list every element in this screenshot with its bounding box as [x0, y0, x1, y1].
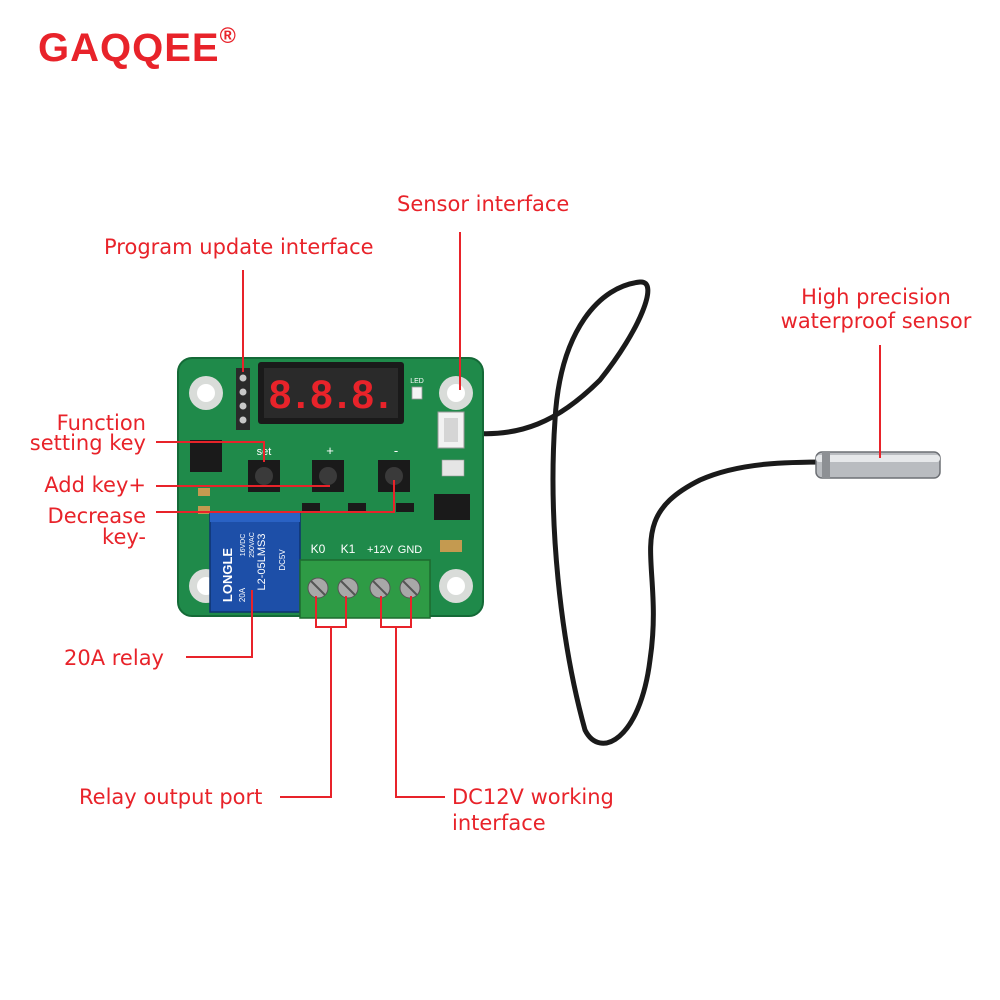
terminal-12v-label: +12V — [367, 544, 394, 556]
label-decrease-key-1: Decrease — [47, 504, 146, 528]
pcb-board: 8.8.8. set + - LED K0 K1 +12V GND LONGLE… — [177, 357, 484, 619]
label-relay: 20A relay — [64, 646, 164, 670]
key-plus-silkscreen: + — [326, 443, 334, 458]
waterproof-sensor-probe — [815, 451, 941, 479]
mounting-hole — [189, 376, 223, 410]
leader-dc12v — [395, 627, 445, 798]
annotation-leaders — [156, 232, 881, 798]
leader-function-key — [156, 441, 265, 462]
label-dc12v-1: DC12V working — [452, 785, 614, 809]
function-setting-key-button — [248, 460, 280, 492]
leader-relay-output — [280, 627, 332, 798]
key-minus-silkscreen: - — [394, 443, 398, 458]
relay-voltage-ac: 250VAC — [249, 532, 256, 558]
brand-logo: GAQQEE® — [38, 22, 237, 71]
label-add-key: Add key+ — [44, 473, 146, 497]
leader-decrease-key — [156, 480, 395, 513]
relay-voltage-dc: 16VDC — [240, 534, 247, 557]
led-indicator — [411, 386, 423, 400]
relay-brand: LONGLE — [220, 548, 235, 602]
label-decrease-key-2: key- — [102, 525, 146, 549]
registered-mark: ® — [219, 22, 237, 48]
program-update-header — [236, 368, 250, 430]
terminal-block — [299, 559, 431, 619]
terminal-k0-label: K0 — [311, 542, 326, 556]
relay-rating: 20A — [238, 587, 247, 602]
label-high-precision-2: waterproof sensor — [780, 309, 972, 333]
terminal-gnd-label: GND — [398, 544, 423, 556]
terminal-k1-label: K1 — [341, 542, 356, 556]
add-key-button — [312, 460, 344, 492]
display-digits: 8.8.8. — [269, 373, 393, 417]
label-function-key-1: Function — [56, 411, 146, 435]
sensor-cable — [459, 279, 833, 746]
microcontroller-chip — [190, 440, 222, 472]
mounting-hole — [439, 569, 473, 603]
sensor-connector — [437, 411, 465, 449]
label-sensor-interface: Sensor interface — [397, 192, 570, 216]
label-high-precision-1: High precision — [801, 285, 951, 309]
brand-name: GAQQEE — [38, 26, 220, 70]
relay-model: L2-05LMS3 — [256, 534, 268, 591]
label-relay-output: Relay output port — [79, 785, 263, 809]
label-function-key-2: setting key — [29, 431, 146, 455]
relay-20a — [209, 511, 301, 613]
mounting-hole — [439, 376, 473, 410]
leader-relay — [186, 590, 253, 658]
led-silkscreen: LED — [410, 378, 424, 385]
label-dc12v-2: interface — [452, 811, 546, 835]
label-program-update: Program update interface — [104, 235, 374, 259]
relay-coil: DC5V — [278, 549, 287, 571]
